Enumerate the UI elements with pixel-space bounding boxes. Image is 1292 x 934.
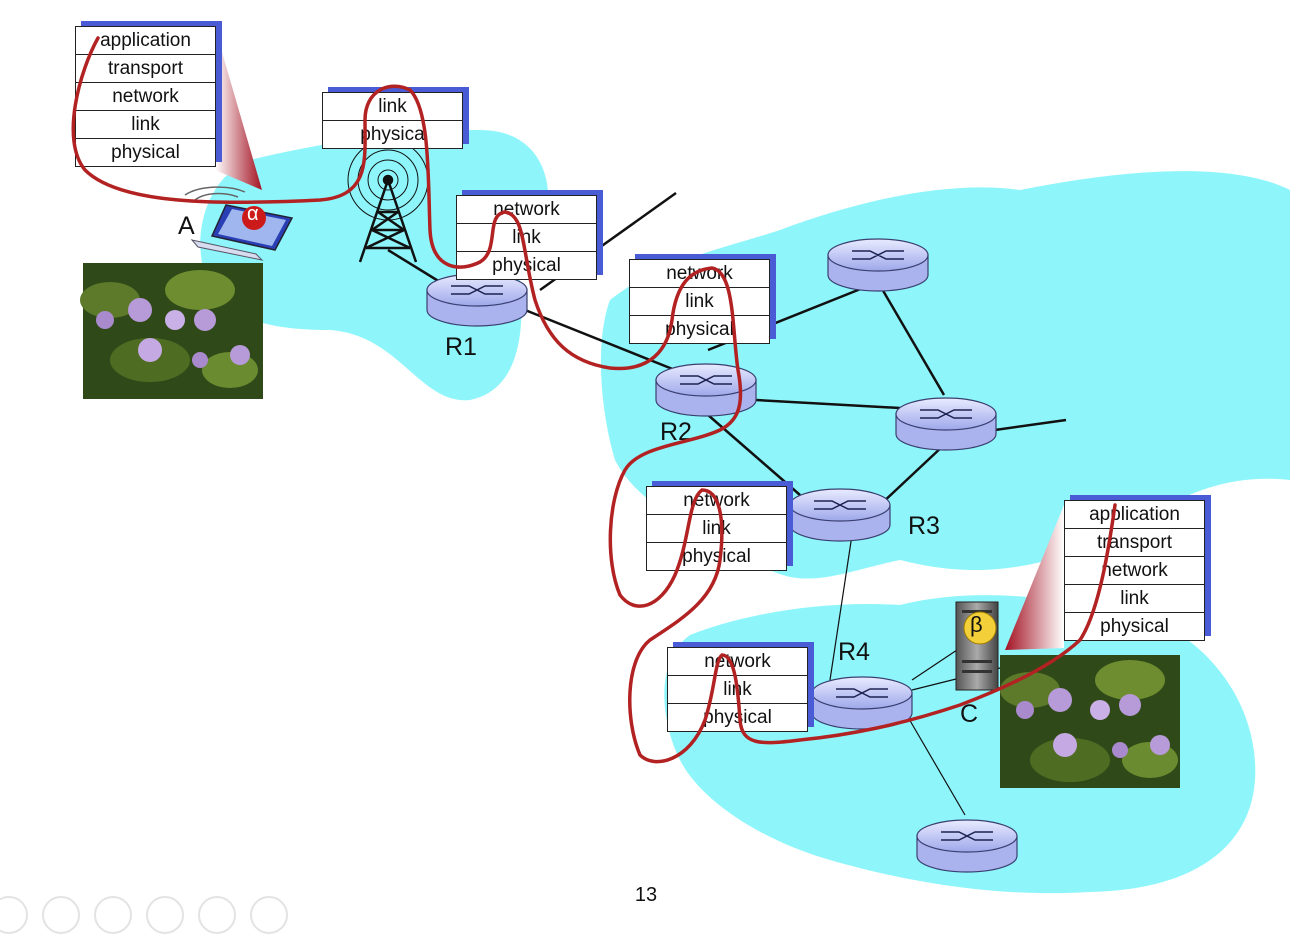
stack-layer: link [323, 93, 462, 121]
stack-layer: link [668, 676, 807, 704]
alpha-badge: α [247, 203, 259, 225]
stack-layer: network [457, 196, 596, 224]
host-a-stack-cone [215, 28, 262, 190]
host-a-label: A [178, 212, 195, 240]
r3-protocol-stack: network link physical [646, 481, 793, 571]
stack-layer: link [1065, 585, 1204, 613]
r2-protocol-stack: network link physical [629, 254, 776, 344]
stack-layer: physical [111, 142, 180, 163]
stack-layer: physica [360, 124, 425, 145]
stack-layer: link [647, 515, 786, 543]
stack-layer: network [630, 260, 769, 288]
stack-layer: transport [1065, 529, 1204, 557]
router-r2-icon [655, 363, 757, 417]
host-a-protocol-stack: application transport network link physi… [75, 21, 222, 167]
router-r2-label: R2 [660, 418, 692, 446]
beta-badge: β [970, 612, 983, 637]
stack-layer: link [76, 111, 215, 139]
stack-layer: network [1065, 557, 1204, 585]
page-number: 13 [634, 884, 658, 906]
slide-sorter-button[interactable] [146, 896, 184, 934]
router-r4-icon [811, 676, 913, 730]
router-icon [827, 238, 929, 292]
stack-layer: application [1065, 501, 1204, 529]
flower-image-left [80, 263, 263, 399]
r1-protocol-stack: network link physical [456, 190, 603, 280]
stack-layer: physical [492, 255, 561, 276]
stack-layer: link [457, 224, 596, 252]
r4-protocol-stack: network link physical [667, 642, 814, 732]
stack-layer: transport [76, 55, 215, 83]
router-r1-label: R1 [445, 333, 477, 361]
next-slide-button[interactable] [42, 896, 80, 934]
router-r1-icon [426, 273, 528, 327]
router-r4-label: R4 [838, 638, 870, 666]
stack-layer: network [647, 487, 786, 515]
more-options-button[interactable] [250, 896, 288, 934]
flower-image-right [1000, 655, 1180, 788]
pen-tool-button[interactable] [94, 896, 132, 934]
stack-layer: link [630, 288, 769, 316]
router-r3-label: R3 [908, 512, 940, 540]
router-icon [895, 397, 997, 451]
stack-layer: network [668, 648, 807, 676]
access-point-protocol-stack: link physica [322, 87, 469, 149]
stack-layer: application [76, 27, 215, 55]
router-icon [916, 819, 1018, 873]
stack-layer: physical [682, 546, 751, 567]
stack-layer: physical [1100, 616, 1169, 637]
host-c-label: C [960, 700, 979, 728]
host-c-protocol-stack: application transport network link physi… [1064, 495, 1211, 641]
stack-layer: physical [665, 319, 734, 340]
router-r3-icon [789, 488, 891, 542]
zoom-button[interactable] [198, 896, 236, 934]
stack-layer: network [76, 83, 215, 111]
stack-layer: physical [703, 707, 772, 728]
